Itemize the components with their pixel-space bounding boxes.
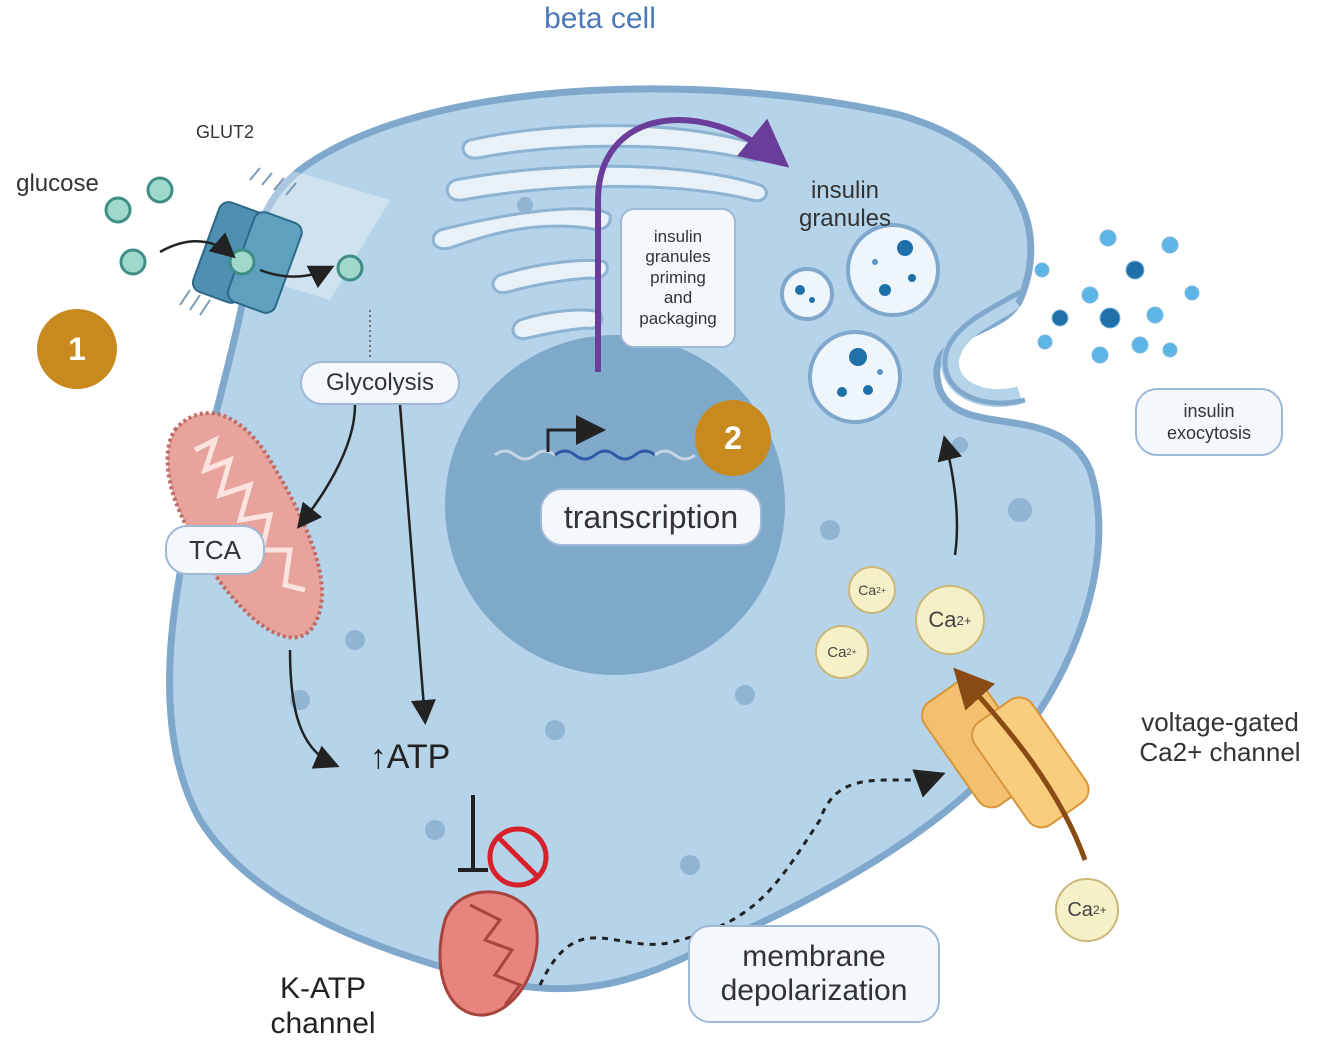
dna-strand [494,449,696,461]
glut2-label: GLUT2 [195,122,255,142]
step-2-badge: 2 [695,400,771,476]
promoter-arrow [546,415,606,452]
released-insulin [1034,229,1200,364]
prohibited-icon [487,826,549,888]
diagram-title: beta cell [544,2,656,35]
katp-channel [438,890,539,1017]
inhibition-bar [458,795,488,872]
glucose-molecules [104,176,364,282]
transcription-label: transcription [540,488,762,546]
transcription-arrow [595,117,790,372]
golgi-apparatus [431,124,768,341]
atp-text: ATP [386,738,451,776]
insulin-granule [780,267,834,321]
glucose-label: glucose [16,170,99,197]
tca-label: TCA [165,525,265,575]
insulin-granule [846,223,940,317]
exocytosis-pit [941,292,1023,408]
glycolysis-label: Glycolysis [300,361,460,405]
step-1-badge: 1 [37,309,117,389]
insulin-granule [808,330,902,424]
up-arrow-icon: ↑ [369,738,387,776]
atp-label: ↑ATP [350,738,470,777]
cytoplasm-dots [290,197,1032,875]
insulin-granules [780,223,940,424]
